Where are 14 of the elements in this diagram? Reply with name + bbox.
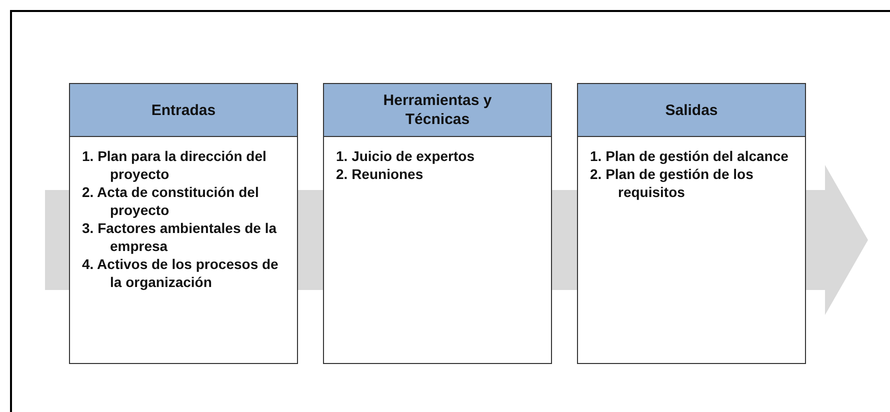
list-item: 3. Factores ambientales de la empresa xyxy=(82,219,278,255)
box-heading: Entradas xyxy=(150,100,217,120)
list-item: 4. Activos de los procesos de la organización xyxy=(82,255,280,291)
list-item: 1. Plan para la dirección del proyecto xyxy=(82,147,268,183)
process-box xyxy=(323,83,552,364)
list-item: 2. Acta de constitución del proyecto xyxy=(82,183,260,219)
list-item: 1. Plan de gestión del alcance xyxy=(590,147,790,165)
list-item: 1. Juicio de expertos xyxy=(336,147,476,165)
box-heading: Salidas xyxy=(664,100,719,120)
process-box xyxy=(577,83,806,364)
box-heading: Herramientas y Técnicas xyxy=(382,91,493,129)
list-item: 2. Plan de gestión de los requisitos xyxy=(590,165,754,201)
process-box xyxy=(69,83,298,364)
list-item: 2. Reuniones xyxy=(336,165,424,183)
